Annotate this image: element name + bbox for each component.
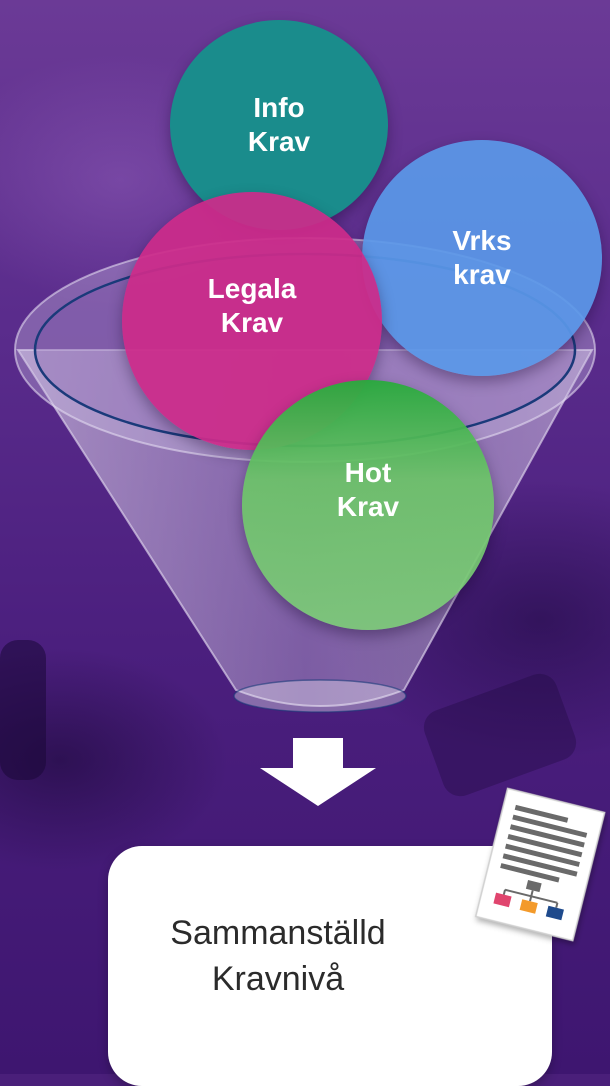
background-shape xyxy=(0,640,46,780)
bubble-hot-line2: Krav xyxy=(336,491,400,522)
result-label: Sammanställd Kravnivå xyxy=(148,910,408,1002)
document-org-chart-icon xyxy=(474,787,606,942)
bubble-hot-line1: Hot xyxy=(344,457,392,488)
bubble-vrks-line2: krav xyxy=(453,259,511,290)
bubble-legala-line2: Krav xyxy=(220,307,284,338)
result-box: Sammanställd Kravnivå xyxy=(108,846,552,1086)
result-line2: Kravnivå xyxy=(211,960,345,998)
bubble-legala-line1: Legala xyxy=(207,273,297,304)
funnel-spout xyxy=(233,679,407,713)
result-line1: Sammanställd xyxy=(170,914,386,952)
down-arrow-icon xyxy=(260,738,376,806)
bubble-info-line1: Info xyxy=(253,92,305,123)
bubble-info-line2: Krav xyxy=(247,126,311,157)
bubble-vrks-line1: Vrks xyxy=(452,225,512,256)
